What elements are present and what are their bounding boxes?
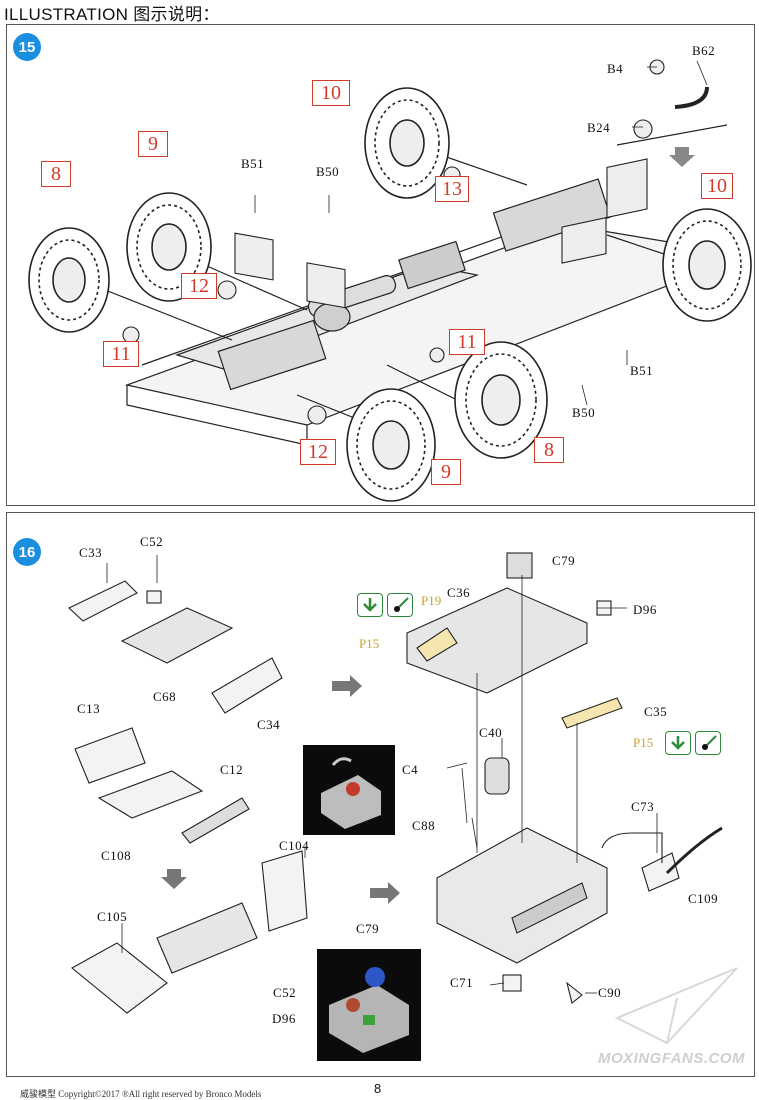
part-box-12-left: 12 (181, 273, 217, 299)
watermark-text: MOXINGFANS.COM (598, 1050, 746, 1067)
part-box-9-right: 9 (431, 459, 461, 485)
watermark-logo (614, 967, 738, 1045)
label-b51-right: B51 (630, 363, 654, 378)
step-number-15: 15 (13, 33, 41, 61)
wheel-front-left-8 (28, 227, 110, 333)
label-c105: C105 (97, 909, 128, 924)
label-c108: C108 (101, 848, 132, 863)
label-c109: C109 (688, 891, 719, 906)
label-c36: C36 (447, 585, 471, 600)
part-box-8-right: 8 (534, 437, 564, 463)
paint-label-p15-right: P15 (633, 735, 654, 750)
label-c33: C33 (79, 545, 103, 560)
label-b24: B24 (587, 120, 611, 135)
copyright-footer: 威骏模型 Copyright©2017 ®All right reserved … (20, 1089, 262, 1099)
label-d96: D96 (633, 602, 657, 617)
photo-label-c79: C79 (356, 921, 380, 936)
label-c68: C68 (153, 689, 177, 704)
label-b4: B4 (607, 61, 624, 76)
wheel-rear-10 (364, 87, 450, 199)
step-16-panel: 16 (6, 512, 755, 1077)
step-15-panel: 15 (6, 24, 755, 506)
label-c40: C40 (479, 725, 503, 740)
page-header: ILLUSTRATION 图示说明： (4, 5, 220, 24)
label-c52: C52 (140, 534, 164, 549)
part-box-10-rear: 10 (312, 80, 350, 106)
label-c34: C34 (257, 717, 281, 732)
engine-drawing (68, 552, 723, 1014)
paint-label-p15-left: P15 (359, 636, 380, 651)
paint-icon (357, 593, 383, 617)
part-box-10-right: 10 (701, 173, 733, 199)
part-box-12-right: 12 (300, 439, 336, 465)
page-number: 8 (374, 1081, 382, 1096)
part-box-9-left: 9 (138, 131, 168, 157)
label-c12: C12 (220, 762, 244, 777)
label-c35: C35 (644, 704, 668, 719)
reference-photo-engine (303, 745, 395, 835)
brush-icon-2 (695, 731, 721, 755)
step-number-16: 16 (13, 538, 41, 566)
label-c71: C71 (450, 975, 474, 990)
reference-photo-engine-painted (317, 949, 421, 1061)
part-box-8-left: 8 (41, 161, 71, 187)
chassis-drawing (28, 59, 752, 502)
wheel-right-10 (662, 208, 752, 322)
label-b51-left: B51 (241, 156, 265, 171)
wheel-right-9 (346, 388, 436, 502)
brush-icon (387, 593, 413, 617)
photo-label-c52: C52 (273, 985, 297, 1000)
label-c13: C13 (77, 701, 101, 716)
label-c79: C79 (552, 553, 576, 568)
wheel-front-right-8 (454, 341, 548, 459)
label-b50-left: B50 (316, 164, 340, 179)
label-b50-right: B50 (572, 405, 596, 420)
part-box-11-left: 11 (103, 341, 139, 367)
label-c73: C73 (631, 799, 655, 814)
label-c90: C90 (598, 985, 622, 1000)
label-c4: C4 (402, 762, 419, 777)
label-b62: B62 (692, 43, 716, 58)
paint-icon-2 (665, 731, 691, 755)
part-box-11-right: 11 (449, 329, 485, 355)
photo-label-d96: D96 (272, 1011, 296, 1026)
label-c104: C104 (279, 838, 310, 853)
paint-label-p19: P19 (421, 593, 442, 608)
part-box-13: 13 (435, 176, 469, 202)
label-c88: C88 (412, 818, 436, 833)
